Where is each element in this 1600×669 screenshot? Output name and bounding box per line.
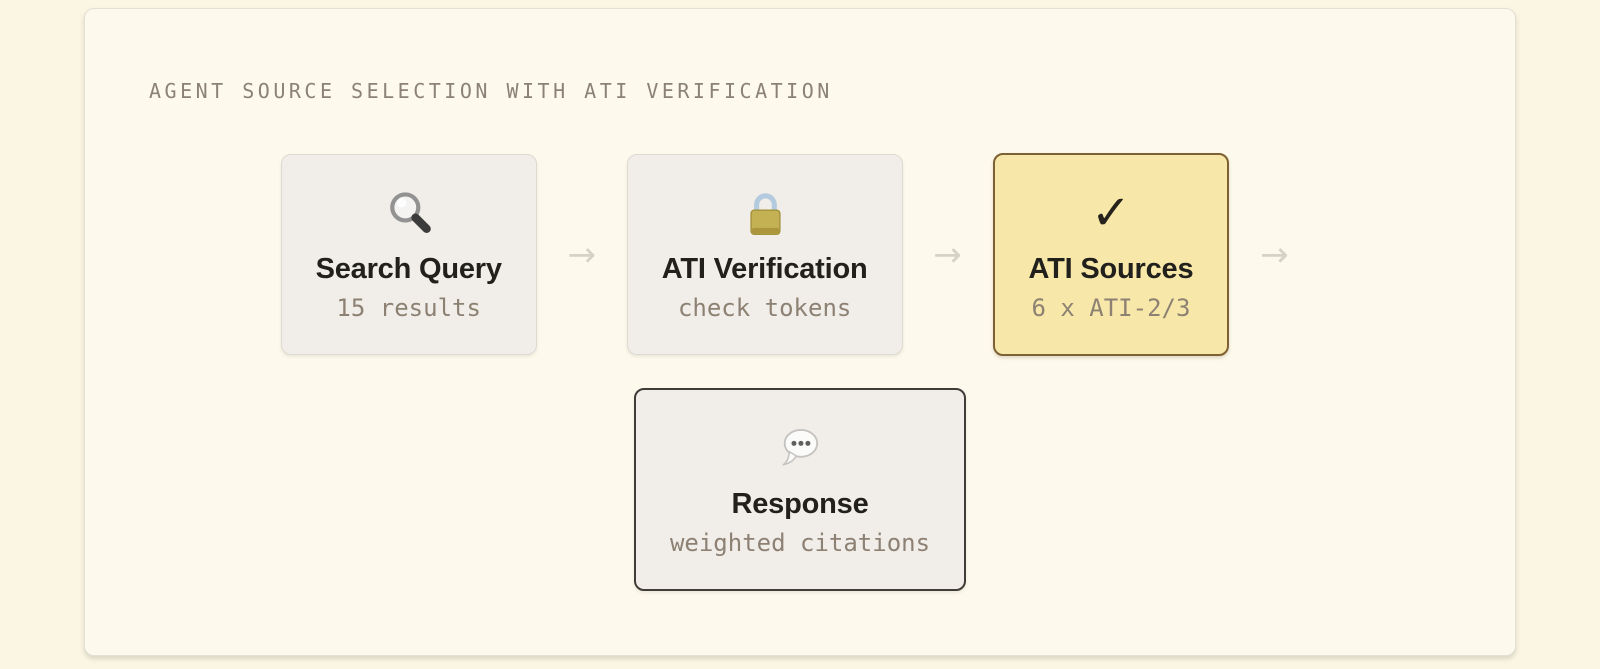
node-label: Search Query bbox=[315, 253, 502, 285]
flow-diagram: Search Query 15 results → ATI Verificati… bbox=[150, 153, 1450, 591]
diagram-card: AGENT SOURCE SELECTION WITH ATI VERIFICA… bbox=[84, 8, 1516, 656]
node-label: ATI Verification bbox=[661, 253, 868, 285]
node-ati-sources: ✓ ATI Sources 6 x ATI-2/3 bbox=[992, 153, 1230, 356]
node-search-query: Search Query 15 results bbox=[280, 154, 537, 355]
flow-arrow-icon: → bbox=[1260, 234, 1289, 275]
node-sublabel: weighted citations bbox=[669, 529, 931, 557]
diagram-title: AGENT SOURCE SELECTION WITH ATI VERIFICA… bbox=[149, 79, 833, 103]
lock-icon bbox=[662, 185, 868, 241]
flow-arrow-icon: → bbox=[933, 234, 962, 275]
node-ati-verification: ATI Verification check tokens bbox=[626, 154, 903, 355]
magnifier-icon bbox=[316, 185, 502, 241]
node-sublabel: 15 results bbox=[336, 294, 481, 322]
node-label: ATI Sources bbox=[1028, 253, 1194, 285]
checkmark-icon: ✓ bbox=[1090, 185, 1132, 241]
node-label: Response bbox=[731, 488, 869, 520]
speech-bubble-icon bbox=[670, 420, 930, 476]
node-sublabel: 6 x ATI-2/3 bbox=[1031, 294, 1191, 322]
node-sublabel: check tokens bbox=[677, 294, 852, 322]
flow-arrow-icon: → bbox=[567, 234, 597, 275]
node-response: Response weighted citations bbox=[633, 388, 967, 591]
